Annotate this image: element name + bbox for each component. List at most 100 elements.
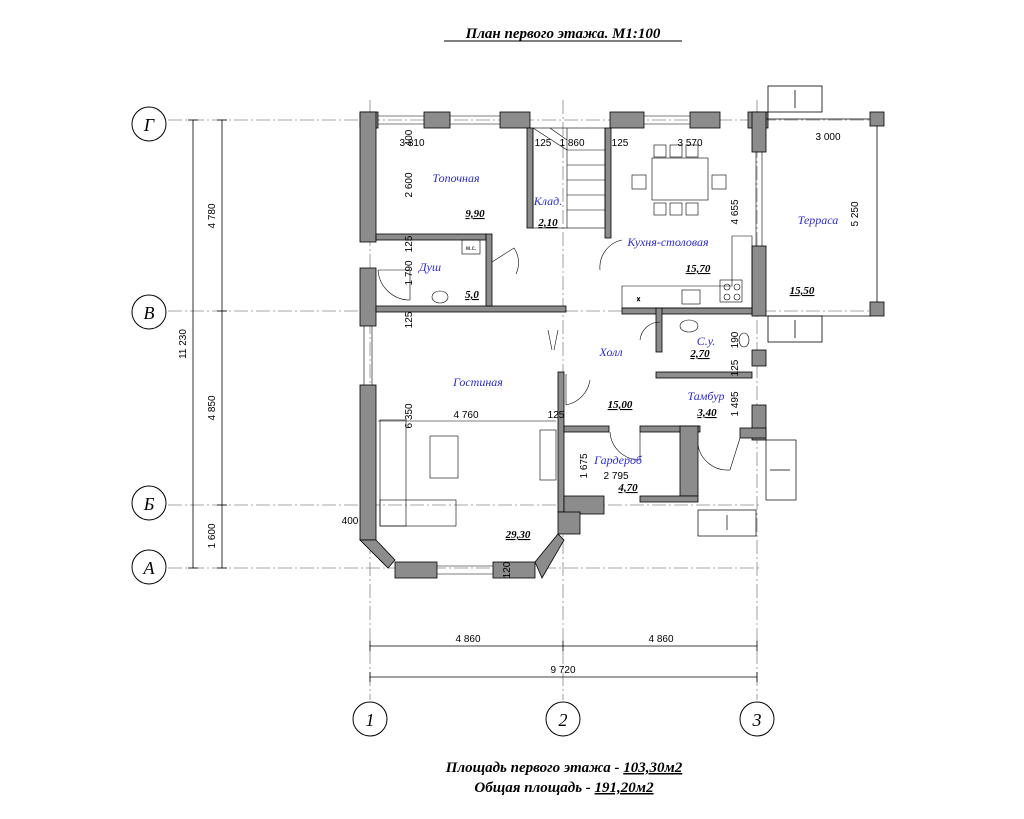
axis-bubble-2: 2 bbox=[545, 701, 581, 737]
room-area-hall: 15,00 bbox=[608, 399, 633, 411]
entry-steps bbox=[697, 439, 797, 537]
dim-bottom-left: 4 860 bbox=[455, 634, 480, 645]
dim-wall-125b: 125 bbox=[404, 311, 415, 328]
dim-wall-400b: 400 bbox=[342, 516, 359, 527]
kitchen-x-mark: x bbox=[637, 297, 640, 303]
room-area-wc: 2,70 bbox=[689, 348, 710, 360]
dim-wall-125a: 125 bbox=[404, 235, 415, 252]
kitchen-counter: x bbox=[621, 235, 753, 309]
walls bbox=[359, 111, 885, 579]
wall-kitchen-bottom bbox=[621, 307, 753, 315]
axis-label-3: 3 bbox=[752, 710, 762, 730]
total-area-value: 191,20м2 bbox=[595, 780, 655, 796]
staircase bbox=[532, 127, 606, 229]
dim-wall-400a: 400 bbox=[404, 129, 415, 146]
terrace-post-top bbox=[869, 111, 885, 127]
wall-left-bottom bbox=[359, 384, 377, 541]
dim-terrace-width: 3 000 bbox=[815, 132, 840, 143]
room-area-living: 29,30 bbox=[505, 529, 531, 541]
windows bbox=[363, 115, 763, 575]
wall-wardrobe-bottom-2 bbox=[639, 495, 699, 503]
dim-wc-190: 190 bbox=[730, 331, 741, 348]
wall-wardrobe-top bbox=[563, 425, 610, 433]
dim-living-125: 125 bbox=[548, 410, 565, 421]
dim-terrace-height: 5 250 bbox=[850, 201, 861, 226]
room-name-shower: Душ bbox=[418, 260, 441, 274]
dim-top-boiler: 3 810 bbox=[399, 138, 424, 149]
room-name-wardrobe: Гардероб bbox=[593, 453, 643, 467]
dim-wardrobe-height: 1 675 bbox=[579, 453, 590, 478]
axis-label-v: В bbox=[144, 303, 155, 323]
wall-living-top bbox=[375, 305, 567, 313]
dim-wardrobe-width: 2 795 bbox=[603, 471, 628, 482]
dim-shower-height: 1 790 bbox=[404, 260, 415, 285]
axis-label-1: 1 bbox=[366, 710, 375, 730]
wall-bay-right bbox=[557, 511, 581, 535]
floor-area-line: Площадь первого этажа - 103,30м2 bbox=[445, 760, 683, 776]
room-name-wc: С.у. bbox=[697, 334, 716, 348]
dim-left-total: 11 230 bbox=[178, 329, 189, 359]
wall-wardrobe-bottom-1 bbox=[563, 495, 605, 515]
bottom-dimension-chain bbox=[369, 641, 758, 682]
axis-bubble-a: А bbox=[131, 549, 167, 585]
wall-vest-top bbox=[655, 371, 753, 379]
total-area-label: Общая площадь - bbox=[474, 780, 594, 796]
area-summary: Площадь первого этажа - 103,30м2 Общая п… bbox=[445, 760, 683, 796]
dim-boiler-height: 2 600 bbox=[404, 172, 415, 197]
wall-pantry-left bbox=[526, 127, 534, 229]
wall-left-mid bbox=[359, 267, 377, 327]
terrace-post-bottom bbox=[869, 301, 885, 317]
room-name-pantry: Клад. bbox=[533, 194, 562, 208]
room-name-terrace: Терраса bbox=[798, 213, 839, 227]
plan-title: План первого этажа. М1:100 bbox=[465, 26, 661, 42]
floor-area-label: Площадь первого этажа - bbox=[445, 760, 623, 776]
room-area-kitchen: 15,70 bbox=[686, 263, 711, 275]
dim-bottom-total: 9 720 bbox=[550, 665, 575, 676]
dim-bottom-right: 4 860 bbox=[648, 634, 673, 645]
axis-bubble-v: В bbox=[131, 294, 167, 330]
axis-grid bbox=[168, 100, 880, 700]
wall-boiler-bottom bbox=[375, 233, 487, 241]
axis-bubble-g: Г bbox=[131, 106, 167, 142]
dim-wc-125: 125 bbox=[730, 359, 741, 376]
dim-bay-120: 120 bbox=[502, 561, 513, 578]
wall-wardrobe-top-2 bbox=[639, 425, 701, 433]
dim-living-width: 4 760 bbox=[453, 410, 478, 421]
left-dimension-chain bbox=[188, 119, 227, 569]
bathroom-fixtures bbox=[377, 239, 750, 348]
wall-top-4 bbox=[609, 111, 645, 129]
dim-top-125b: 125 bbox=[612, 138, 629, 149]
doors bbox=[491, 239, 741, 471]
room-name-hall: Холл bbox=[598, 345, 622, 359]
wall-left-top bbox=[359, 111, 377, 243]
wall-right-3 bbox=[751, 349, 767, 367]
wall-kitchen-left bbox=[604, 127, 612, 239]
room-area-pantry: 2,10 bbox=[537, 217, 558, 229]
dining-set bbox=[631, 144, 727, 216]
dim-left-b-a: 1 600 bbox=[207, 523, 218, 548]
wall-entry bbox=[739, 427, 767, 439]
dim-living-height: 6 350 bbox=[404, 403, 415, 428]
dim-left-g-v: 4 780 bbox=[207, 203, 218, 228]
wall-bay-bottom-left bbox=[394, 561, 438, 579]
wall-living-right bbox=[557, 371, 565, 513]
dim-top-125a: 125 bbox=[535, 138, 552, 149]
living-furniture bbox=[379, 419, 557, 527]
room-area-vestibule: 3,40 bbox=[696, 407, 717, 419]
room-name-kitchen: Кухня-столовая bbox=[626, 235, 709, 249]
axis-bubble-b: Б bbox=[131, 485, 167, 521]
dim-kitchen-height: 4 655 bbox=[730, 199, 741, 224]
wall-bay-left-angle bbox=[359, 539, 396, 569]
wall-shower-right bbox=[485, 233, 493, 307]
dim-vestibule-height: 1 495 bbox=[730, 391, 741, 416]
room-area-wardrobe: 4,70 bbox=[617, 482, 638, 494]
axis-bubble-1: 1 bbox=[352, 701, 388, 737]
wall-top-3 bbox=[499, 111, 531, 129]
axis-label-g: Г bbox=[143, 115, 155, 135]
room-name-living: Гостиная bbox=[452, 375, 503, 389]
wall-top-2 bbox=[423, 111, 451, 129]
boiler-tag: м.с. bbox=[466, 246, 477, 252]
floor-area-value: 103,30м2 bbox=[623, 760, 683, 776]
room-name-vestibule: Тамбур bbox=[688, 389, 725, 403]
